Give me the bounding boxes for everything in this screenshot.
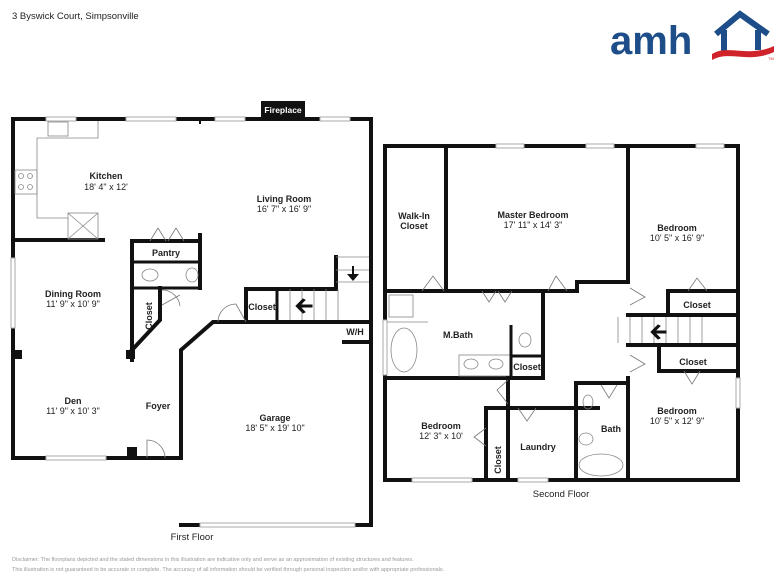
walkin-label-1: Walk-In (398, 211, 430, 221)
room-dims-bedroom-2: 10' 5" x 16' 9" (650, 233, 704, 243)
disclaimer-line-2: This illustration is not guaranteed to b… (12, 567, 445, 573)
closet-label-a: Closet (144, 302, 154, 330)
stairs-left-arrow-icon (650, 324, 667, 340)
sink-icon (185, 267, 199, 283)
room-dims-dining: 11' 9" x 10' 9" (46, 299, 100, 309)
room-label-master: Master Bedroom (497, 210, 568, 220)
amh-logo: amh TM (610, 10, 774, 62)
room-label-bedroom-2: Bedroom (657, 223, 697, 233)
room-label-den: Den (64, 396, 81, 406)
room-label-living: Living Room (257, 194, 312, 204)
bathtub-icon (578, 453, 624, 477)
sink-icon (582, 394, 594, 410)
front-door (146, 439, 166, 459)
walkin-label-2: Closet (400, 221, 428, 231)
pantry-label: Pantry (152, 248, 180, 258)
disclaimer-line-1: Disclaimer: The floorplans depicted and … (12, 557, 414, 563)
second-floor-label: Second Floor (533, 489, 590, 500)
room-dims-living: 16' 7" x 16' 9" (257, 204, 311, 214)
fireplace-block (261, 101, 305, 119)
toilet-icon (578, 432, 594, 446)
room-label-bedroom-3: Bedroom (421, 421, 461, 431)
first-floor-plan: Fireplace Kitchen 18' 4" x 12' (10, 101, 373, 543)
stairs-down-arrow-icon (347, 266, 359, 281)
svg-text:TM: TM (768, 56, 774, 61)
sink-icon (47, 121, 69, 137)
closet-label-mbath: Closet (513, 362, 541, 372)
closet-label-bed3: Closet (493, 446, 503, 474)
second-floor-plan: Walk-In Closet Master Bedroom 17' 11" x … (382, 143, 741, 500)
sink-icon (488, 358, 504, 370)
wh-label: W/H (346, 327, 364, 337)
closet-label-bed2: Closet (683, 300, 711, 310)
sink-icon (463, 358, 479, 370)
closet-label-bed4: Closet (679, 357, 707, 367)
property-address: 3 Byswick Court, Simpsonville (12, 11, 139, 22)
shower-icon (388, 294, 414, 318)
toilet-icon (141, 268, 159, 282)
room-dims-bedroom-4: 10' 5" x 12' 9" (650, 416, 704, 426)
bathtub-icon (390, 327, 418, 373)
room-label-garage: Garage (259, 413, 290, 423)
toilet-icon (518, 332, 532, 348)
room-dims-garage: 18' 5" x 19' 10" (245, 423, 304, 433)
fireplace-label: Fireplace (264, 105, 302, 115)
room-label-bedroom-4: Bedroom (657, 406, 697, 416)
laundry-label: Laundry (520, 442, 556, 452)
first-floor-label: First Floor (171, 532, 214, 543)
room-label-dining: Dining Room (45, 289, 101, 299)
stove-icon (14, 169, 38, 195)
room-dims-kitchen: 18' 4" x 12' (84, 182, 128, 192)
logo-text: amh (610, 19, 692, 62)
room-dims-master: 17' 11" x 14' 3" (504, 220, 563, 230)
mbath-label: M.Bath (443, 330, 473, 340)
fridge-icon (67, 212, 99, 240)
bath-label: Bath (601, 424, 621, 434)
closet-label-b: Closet (248, 302, 276, 312)
room-label-kitchen: Kitchen (89, 171, 122, 181)
foyer-label: Foyer (146, 401, 171, 411)
stairs-left-arrow-icon (295, 298, 313, 314)
house-icon (712, 10, 774, 60)
room-dims-bedroom-3: 12' 3" x 10' (419, 431, 463, 441)
room-dims-den: 11' 9" x 10' 3" (46, 406, 100, 416)
